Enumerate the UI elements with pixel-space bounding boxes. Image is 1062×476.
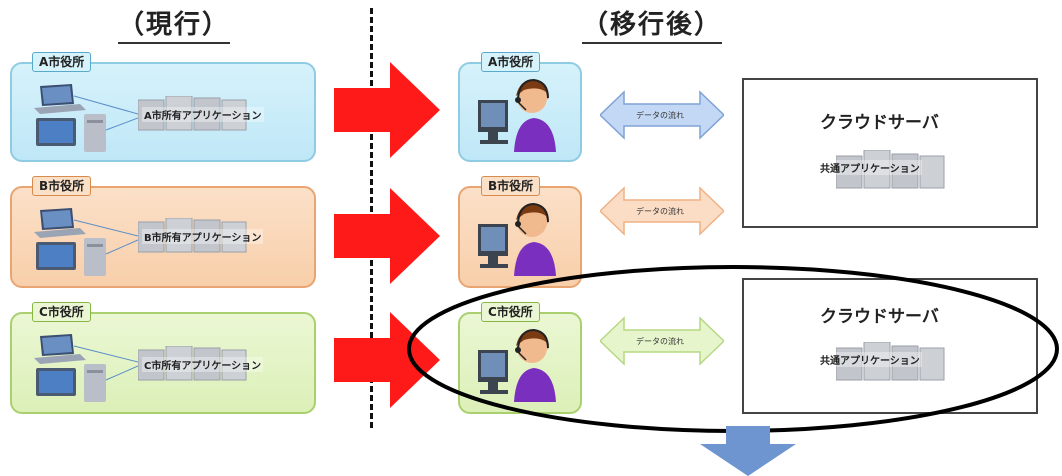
office-b-devices <box>34 208 138 276</box>
desktop-computer-icon <box>36 238 106 276</box>
operator-icon <box>478 328 556 402</box>
migration-arrow-b <box>334 188 440 284</box>
cloud-app-label-2: 共通アプリケーション <box>818 352 922 367</box>
cloud-server-title-2: クラウドサーバ <box>820 307 939 327</box>
office-c-server-icon <box>138 346 247 381</box>
current-heading: （現行） <box>118 4 231 44</box>
laptop-icon <box>34 334 86 364</box>
cloud-server-icon-2 <box>836 342 945 381</box>
office-a-after-tag: A市役所 <box>481 52 541 72</box>
laptop-icon <box>34 84 86 114</box>
data-flow-arrow-a <box>600 90 724 140</box>
office-c-devices <box>34 334 138 402</box>
data-flow-label-b: データの流れ <box>636 207 684 216</box>
operator-icon <box>478 202 556 276</box>
desktop-computer-icon <box>36 114 106 152</box>
office-b-after-tag: B市役所 <box>481 176 541 196</box>
data-flow-label-c: データの流れ <box>636 337 684 346</box>
office-a-current-tag: A市役所 <box>32 52 92 72</box>
migration-arrow-a <box>334 62 440 158</box>
office-a-server-icon <box>138 96 247 131</box>
cloud-server-icon-1 <box>836 150 945 189</box>
office-a-devices <box>34 84 138 152</box>
office-b-server-icon <box>138 218 247 253</box>
down-arrow <box>700 426 796 476</box>
office-c-current-tag: C市役所 <box>32 302 91 322</box>
operator-icon <box>478 78 556 152</box>
data-flow-arrow-c <box>600 316 724 366</box>
office-b-current-tag: B市役所 <box>32 176 92 196</box>
office-a-app-label: A市所有アプリケーション <box>142 107 264 122</box>
data-flow-label-a: データの流れ <box>636 111 684 120</box>
desktop-computer-icon <box>36 364 106 402</box>
highlight-ellipse <box>407 265 1059 433</box>
after-heading: （移行後） <box>582 4 723 44</box>
cloud-server-title-1: クラウドサーバ <box>820 113 939 133</box>
data-flow-arrow-b <box>600 186 724 236</box>
office-b-app-label: B市所有アプリケーション <box>142 229 264 244</box>
office-c-after-tag: C市役所 <box>481 302 540 322</box>
office-c-app-label: C市所有アプリケーション <box>142 357 264 372</box>
cloud-server-box-1 <box>742 78 1038 228</box>
cloud-app-label-1: 共通アプリケーション <box>818 160 922 175</box>
laptop-icon <box>34 208 86 238</box>
